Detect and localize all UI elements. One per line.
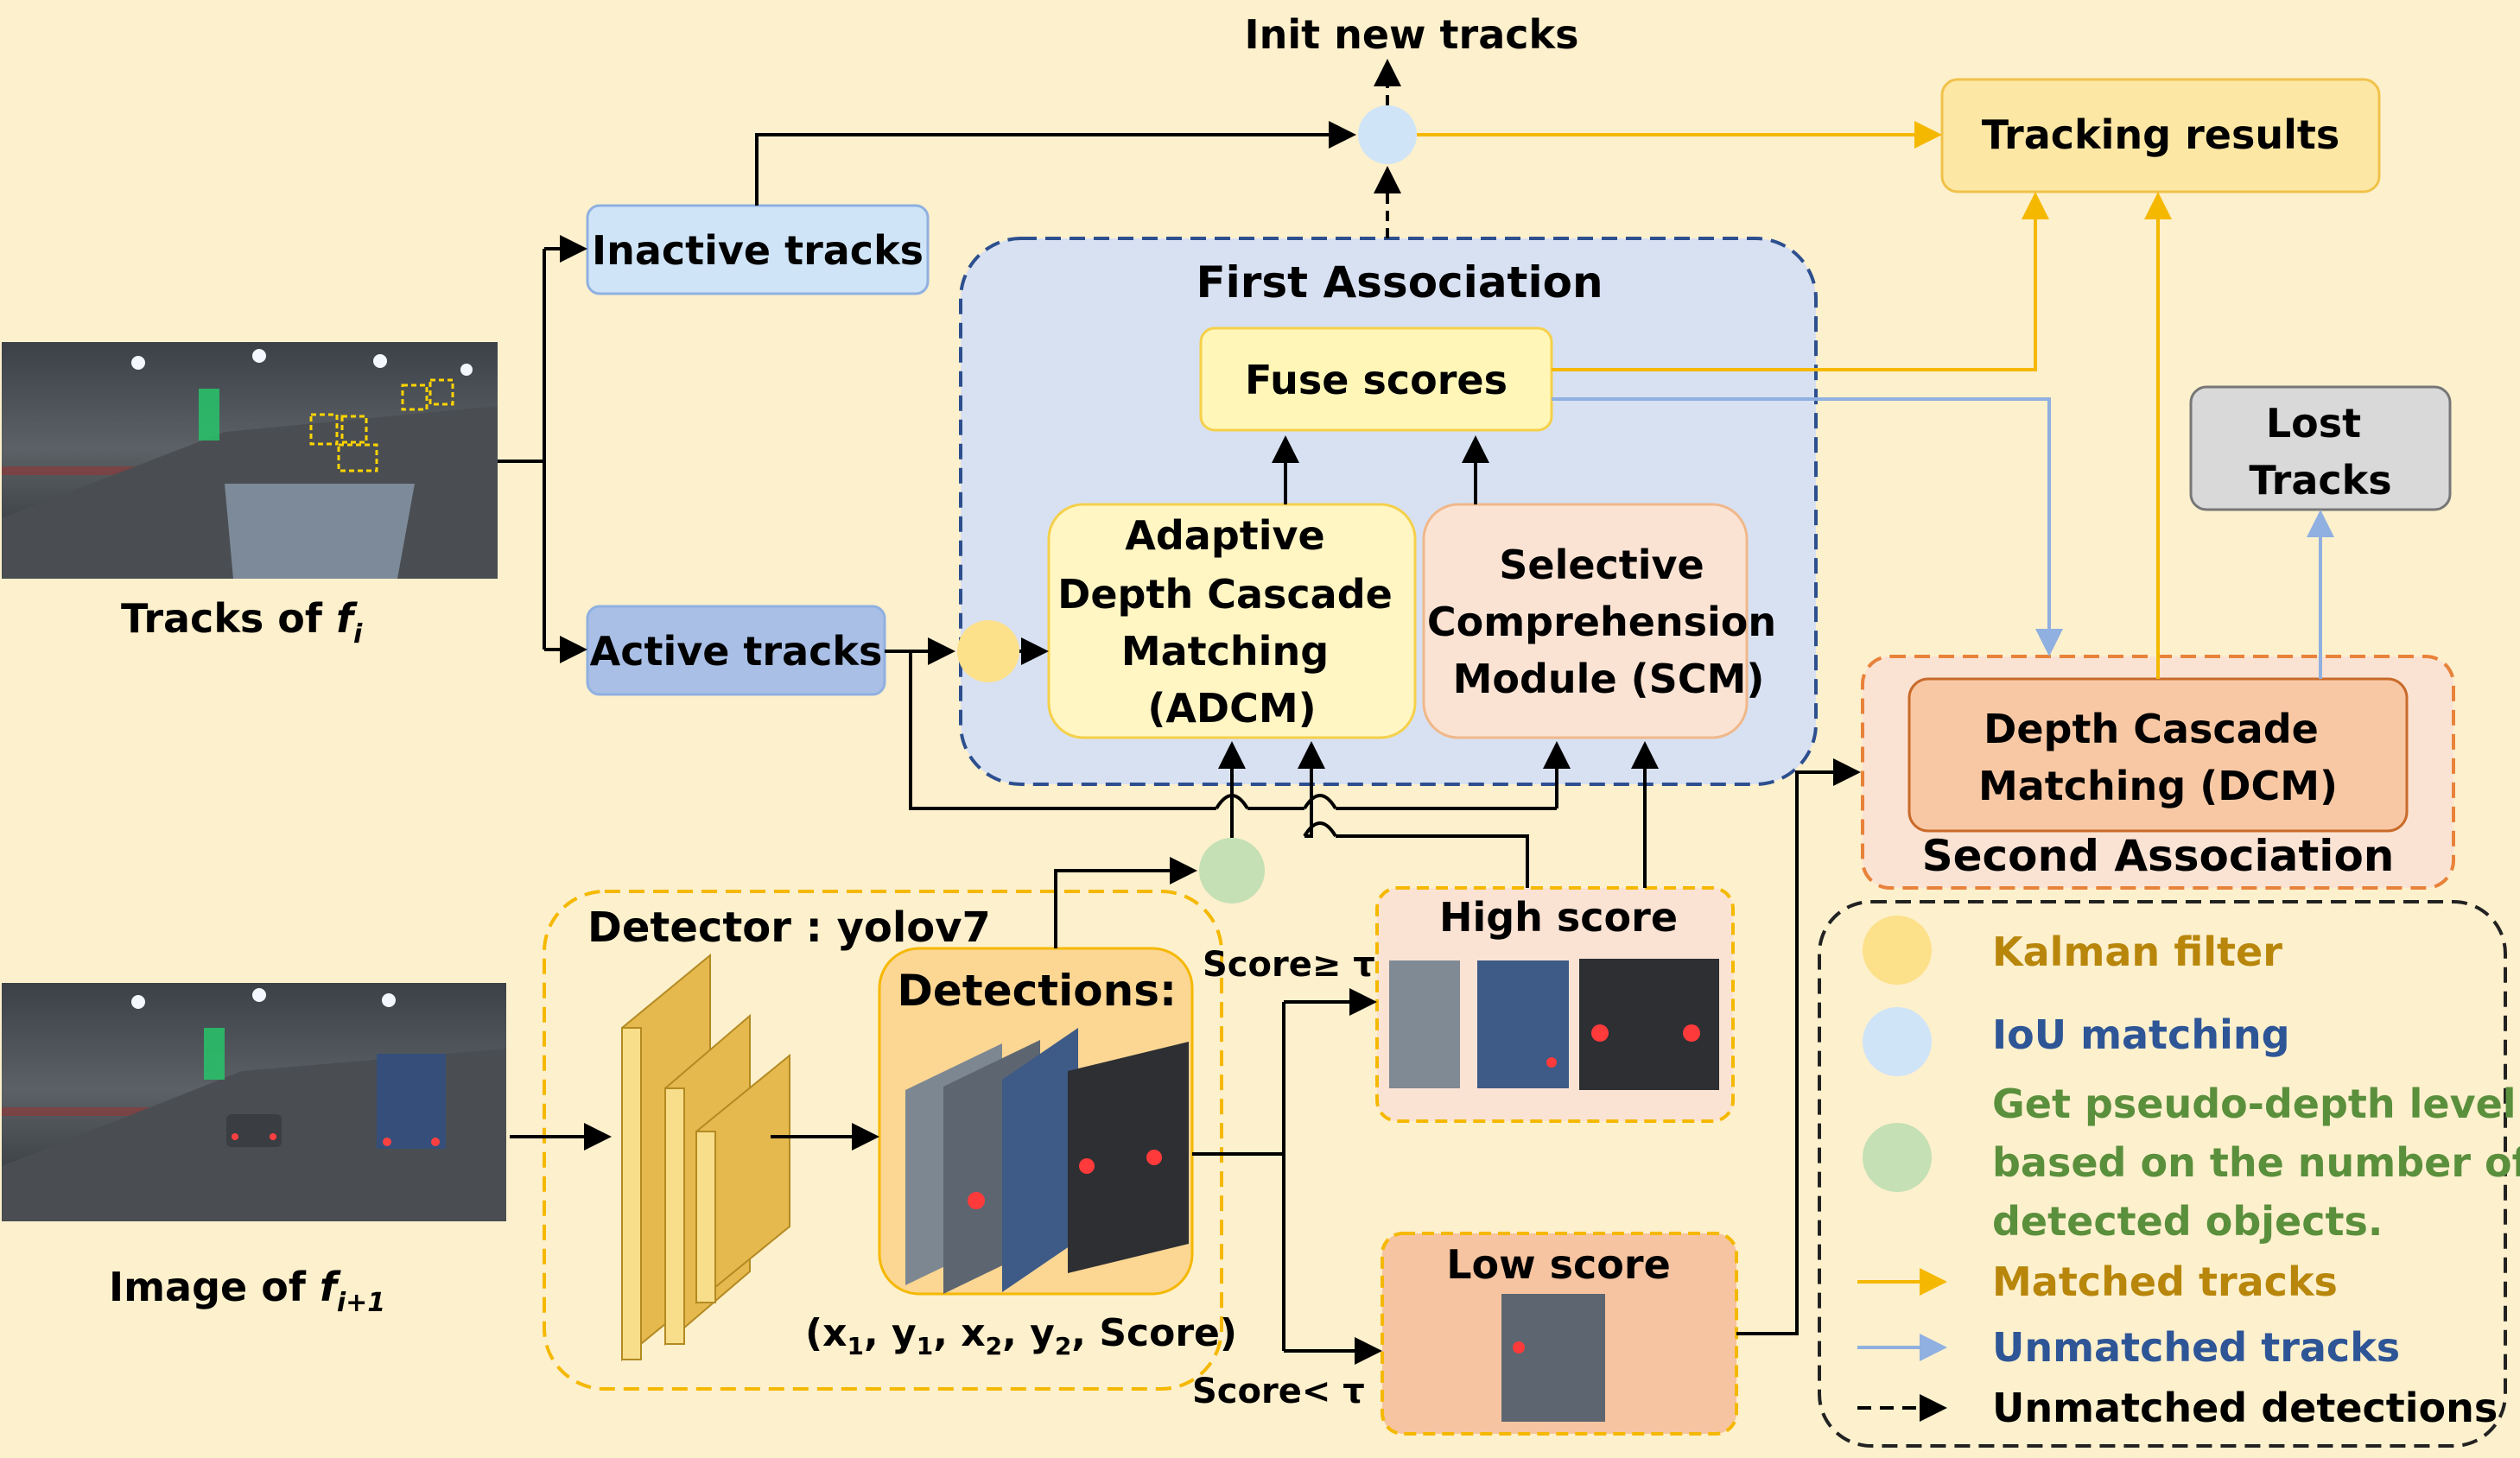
next-frame-image: [2, 983, 506, 1221]
scm-box: [1422, 503, 1749, 739]
score-low-condition: Score< τ: [1192, 1372, 1365, 1411]
high-score-crops: [1389, 959, 1719, 1090]
detector-region: [543, 890, 1223, 1391]
score-high-condition: Score≥ τ: [1203, 945, 1375, 985]
lost-tracks-label: Lost Tracks: [2249, 400, 2391, 504]
second-association-title: Second Association: [1922, 831, 2395, 881]
black-connectors: [498, 121, 1861, 1365]
legend-unmatched-tracks-label: Unmatched tracks: [1992, 1324, 2400, 1371]
matched-track-lines: [1417, 121, 2172, 679]
detection-tuple: (x1, y1, x2, y2, Score): [805, 1311, 1237, 1360]
fuse-scores-box: [1199, 326, 1553, 432]
legend-depth-swatch: [1863, 1123, 1932, 1192]
scm-label: Selective Comprehension Module (SCM): [1427, 542, 1790, 702]
legend-depth-label: Get pseudo-depth level based on the numb…: [1992, 1081, 2520, 1245]
kalman-filter-node: [957, 620, 1019, 682]
low-score-label: Low score: [1446, 1241, 1671, 1288]
tracks-of-caption: Tracks of fi: [121, 595, 363, 650]
pseudo-depth-node: [1199, 838, 1265, 903]
inactive-tracks-label: Inactive tracks: [592, 227, 924, 274]
tracking-results-label: Tracking results: [1982, 111, 2340, 158]
legend-kalman-label: Kalman filter: [1992, 929, 2282, 975]
legend-kalman-swatch: [1863, 916, 1932, 985]
fuse-scores-label: Fuse scores: [1245, 357, 1508, 403]
low-score-crop: [1501, 1294, 1605, 1422]
detection-crops: [905, 1028, 1189, 1294]
adcm-label: Adaptive Depth Cascade Matching (ADCM): [1057, 512, 1406, 732]
high-score-label: High score: [1439, 894, 1678, 941]
legend-region: [1818, 900, 2507, 1448]
first-association-title: First Association: [1196, 257, 1603, 307]
legend-unmatched-detections-label: Unmatched detections: [1992, 1385, 2498, 1431]
detector-title: Detector : yolov7: [587, 903, 991, 952]
active-tracks-label: Active tracks: [590, 628, 883, 675]
legend-matched-label: Matched tracks: [1992, 1258, 2338, 1305]
legend-iou-label: IoU matching: [1992, 1011, 2290, 1058]
backbone-layers: [621, 953, 790, 1362]
detections-title: Detections:: [897, 966, 1177, 1016]
tracks-frame-image: [2, 342, 498, 579]
iou-matching-node: [1358, 105, 1417, 164]
adcm-box: [1047, 503, 1417, 739]
unmatched-track-lines: [1552, 397, 2334, 679]
init-new-tracks-label: Init new tracks: [1244, 11, 1578, 58]
dcm-label: Depth Cascade Matching (DCM): [1978, 706, 2338, 809]
image-of-caption: Image of fi+1: [109, 1264, 385, 1318]
legend-iou-swatch: [1863, 1007, 1932, 1076]
